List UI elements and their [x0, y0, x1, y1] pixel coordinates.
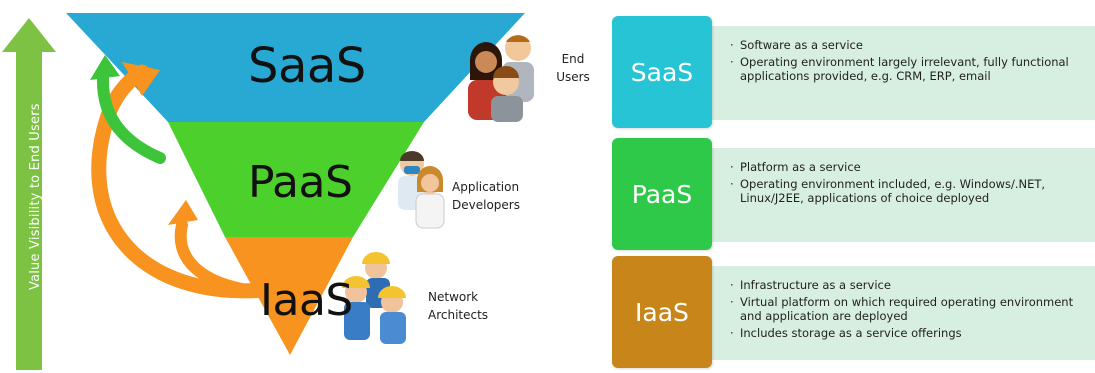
paas-bullet-list: Platform as a service Operating environm…: [730, 160, 1088, 208]
paas-layer: [168, 122, 424, 237]
iaas-bullet-1: Infrastructure as a service: [730, 278, 1088, 292]
saas-tile: SaaS: [612, 16, 712, 128]
medical-staff-icon: [398, 151, 445, 229]
saas-layer-label: SaaS: [248, 38, 366, 94]
paas-bullet-2: Operating environment included, e.g. Win…: [730, 177, 1088, 205]
people-group-icon: [468, 35, 534, 122]
iaas-tile: IaaS: [612, 256, 712, 368]
iaas-bullet-2: Virtual platform on which required opera…: [730, 295, 1088, 323]
iaas-bullet-list: Infrastructure as a service Virtual plat…: [730, 278, 1088, 343]
service-layer-pyramid: [2, 13, 534, 370]
paas-tile: PaaS: [612, 138, 712, 250]
saas-layer: [66, 13, 525, 122]
paas-bullet-1: Platform as a service: [730, 160, 1088, 174]
paas-description-row: PaaS Platform as a service Operating env…: [612, 138, 1095, 252]
orange-curved-arrow-icon: [91, 62, 273, 299]
iaas-layer: [225, 237, 353, 355]
iaas-bullet-3: Includes storage as a service offerings: [730, 326, 1088, 340]
saas-bullet-list: Software as a service Operating environm…: [730, 38, 1088, 86]
construction-workers-icon: [342, 252, 406, 344]
paas-layer-label: PaaS: [248, 157, 353, 208]
saas-bullet-1: Software as a service: [730, 38, 1088, 52]
value-axis-arrow: [2, 18, 56, 370]
saas-description-row: SaaS Software as a service Operating env…: [612, 16, 1095, 130]
iaas-layer-label: IaaS: [260, 275, 353, 326]
iaas-description-row: IaaS Infrastructure as a service Virtual…: [612, 256, 1095, 370]
green-curved-arrow-icon: [90, 55, 166, 164]
saas-bullet-2: Operating environment largely irrelevant…: [730, 55, 1088, 83]
value-axis-label: Value Visibility to End Users: [28, 103, 43, 290]
